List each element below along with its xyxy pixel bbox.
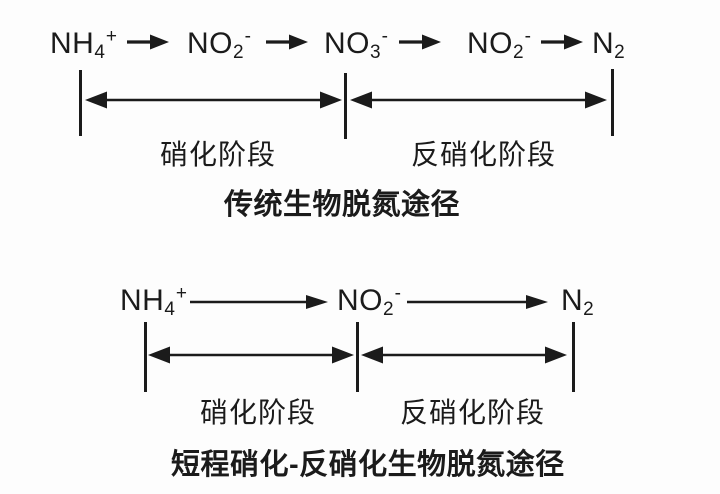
diagram-title: 传统生物脱氮途径 xyxy=(224,189,461,221)
species-superscript: + xyxy=(105,26,118,47)
reaction-arrow-icon xyxy=(541,34,583,50)
stage-boundary-tick xyxy=(356,322,359,392)
stage-label-nitrification: 硝化阶段 xyxy=(160,139,277,170)
species-superscript: - xyxy=(381,26,388,47)
species-nh4: NH4+ xyxy=(50,26,118,64)
stage-boundary-tick xyxy=(611,69,614,136)
stage-span-arrow-icon xyxy=(85,91,342,109)
species-n2: N2 xyxy=(561,284,595,321)
reaction-arrow-icon xyxy=(127,34,169,50)
species-no2: NO2- xyxy=(187,26,251,64)
stage-boundary-tick xyxy=(344,73,347,139)
species-subscript: 3 xyxy=(370,42,381,63)
stage-label-nitrification: 硝化阶段 xyxy=(200,397,317,428)
species-base: NH xyxy=(50,27,95,60)
species-subscript: 4 xyxy=(164,299,175,320)
species-subscript: 2 xyxy=(583,299,594,320)
species-base: NO xyxy=(324,27,370,60)
reaction-arrow-icon xyxy=(190,295,328,309)
reaction-arrow-icon xyxy=(266,34,308,50)
species-base: NO xyxy=(187,27,233,60)
species-subscript: 2 xyxy=(233,42,244,63)
stage-boundary-tick xyxy=(79,70,82,136)
species-base: NO xyxy=(337,284,383,317)
species-subscript: 2 xyxy=(513,42,524,63)
species-superscript: - xyxy=(394,283,401,304)
species-superscript: - xyxy=(244,26,251,47)
species-base: NH xyxy=(120,284,165,317)
stage-label-denitrification: 反硝化阶段 xyxy=(400,397,546,428)
stage-label-denitrification: 反硝化阶段 xyxy=(411,139,557,170)
species-base: NO xyxy=(467,27,513,60)
diagram-title: 短程硝化-反硝化生物脱氮途径 xyxy=(171,449,565,481)
species-n2: N2 xyxy=(592,27,626,64)
stage-boundary-tick xyxy=(572,322,575,392)
species-superscript: + xyxy=(175,283,188,304)
species-no3: NO3- xyxy=(324,26,388,64)
species-base: N xyxy=(592,27,615,60)
stage-span-arrow-icon xyxy=(350,91,607,109)
species-superscript: - xyxy=(524,26,531,47)
stage-boundary-tick xyxy=(144,322,147,392)
species-no2: NO2- xyxy=(337,283,401,321)
species-subscript: 2 xyxy=(383,299,394,320)
reaction-arrow-icon xyxy=(407,295,548,309)
species-base: N xyxy=(561,284,584,317)
species-subscript: 2 xyxy=(614,42,625,63)
species-nh4: NH4+ xyxy=(120,283,188,321)
species-subscript: 4 xyxy=(94,42,105,63)
stage-span-arrow-icon xyxy=(361,346,567,364)
stage-span-arrow-icon xyxy=(148,346,354,364)
species-no2: NO2- xyxy=(467,26,531,64)
reaction-arrow-icon xyxy=(399,34,441,50)
